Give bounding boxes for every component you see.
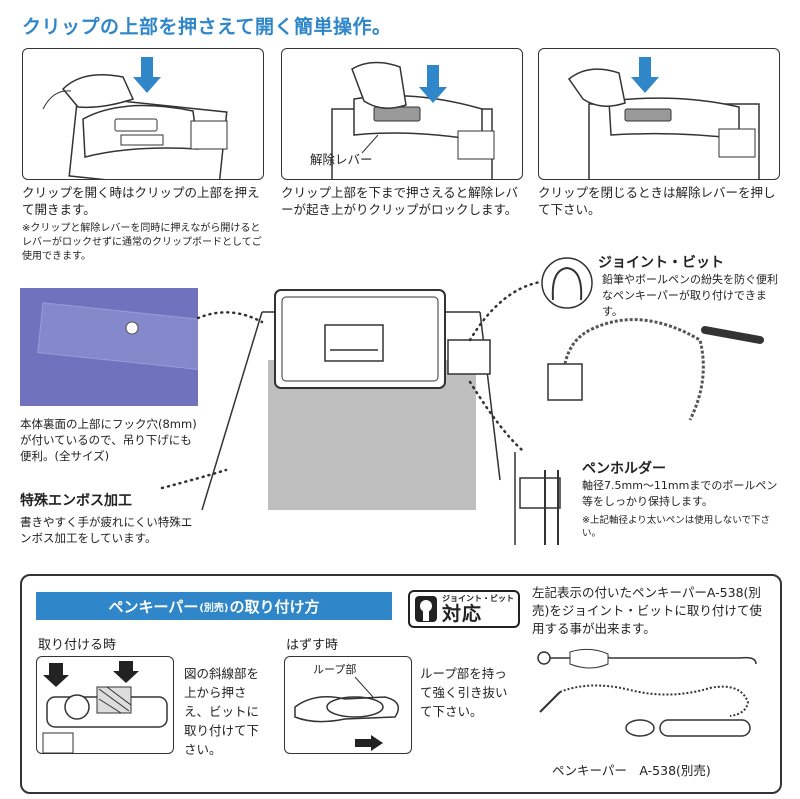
joint-bit-description: 鉛筆やボールペンの紛失を防ぐ便利なペンキーパーが取り付けできます。: [602, 273, 778, 318]
loop-callout: ループ部: [313, 663, 357, 676]
pen-keeper-compat-description: 左記表示の付いたペンキーパーA-538(別売)をジョイント・ビットに取り付けて使…: [532, 585, 762, 636]
emboss-description: 書きやすく手が疲れにくい特殊エンボス加工をしています。: [20, 515, 193, 545]
emboss-title: 特殊エンボス加工: [20, 493, 132, 509]
pen-keeper-title-bar: ペンキーパー(別売)の取り付け方: [36, 592, 392, 620]
pen-holder-description: 軸径7.5mm～11mmまでのボールペン等をしっかり保持します。: [582, 479, 778, 508]
step2-illustration: 解除レバー: [281, 48, 523, 180]
attach-description: 図の斜線部を上から押さえ、ビットに取り付けて下さい。: [184, 666, 260, 757]
pen-holder-title: ペンホルダー: [582, 461, 666, 477]
joint-bit-title: ジョイント・ビット: [598, 255, 724, 271]
step2-description: クリップ上部を下まで押さえると解除レバーが起き上がりクリップがロックします。: [281, 185, 519, 217]
attach-label: 取り付ける時: [38, 638, 117, 653]
detach-description: ループ部を持って強く引き抜いて下さい。: [420, 666, 508, 719]
pen-keeper-title-a: ペンキーパー: [108, 597, 199, 616]
joint-bit-icon: [415, 596, 437, 622]
step3-illustration: [538, 48, 780, 180]
joint-bit-badge: ジョイント・ビット 対応: [408, 590, 520, 628]
step1-description: クリップを開く時はクリップの上部を押えて開きます。: [22, 185, 260, 217]
badge-main-text: 対応: [442, 603, 483, 625]
attach-illustration: [36, 656, 174, 754]
headline: クリップの上部を押さえて開く簡単操作。: [22, 16, 392, 38]
pen-keeper-title-b: の取り付け方: [229, 597, 320, 616]
pen-keeper-title-sub: (別売): [199, 602, 229, 614]
step3-description: クリップを閉じるときは解除レバーを押して下さい。: [538, 185, 776, 217]
detach-label: はずす時: [286, 638, 339, 653]
badge-top-text: ジョイント・ビット: [442, 594, 514, 603]
pen-holder-note: ※上記軸径より太いペンは使用しないで下さい。: [582, 515, 770, 539]
pen-keeper-section: [20, 574, 782, 794]
step1-illustration: [22, 48, 264, 180]
release-lever-callout: 解除レバー: [310, 152, 373, 167]
step1-note: ※クリップと解除レバーを同時に押えながら開けるとレバーがロックせずに通常のクリッ…: [22, 223, 262, 262]
pen-keeper-caption: ペンキーパー A-538(別売): [552, 763, 711, 778]
back-hole-photo: [20, 288, 213, 406]
detach-illustration: ループ部: [284, 656, 412, 754]
board-illustration: [160, 257, 764, 545]
back-hole-description: 本体裏面の上部にフック穴(8mm)が付いているので、吊り下げにも便利。(全サイズ…: [20, 417, 197, 463]
pen-keeper-product-illustration: [537, 648, 757, 737]
